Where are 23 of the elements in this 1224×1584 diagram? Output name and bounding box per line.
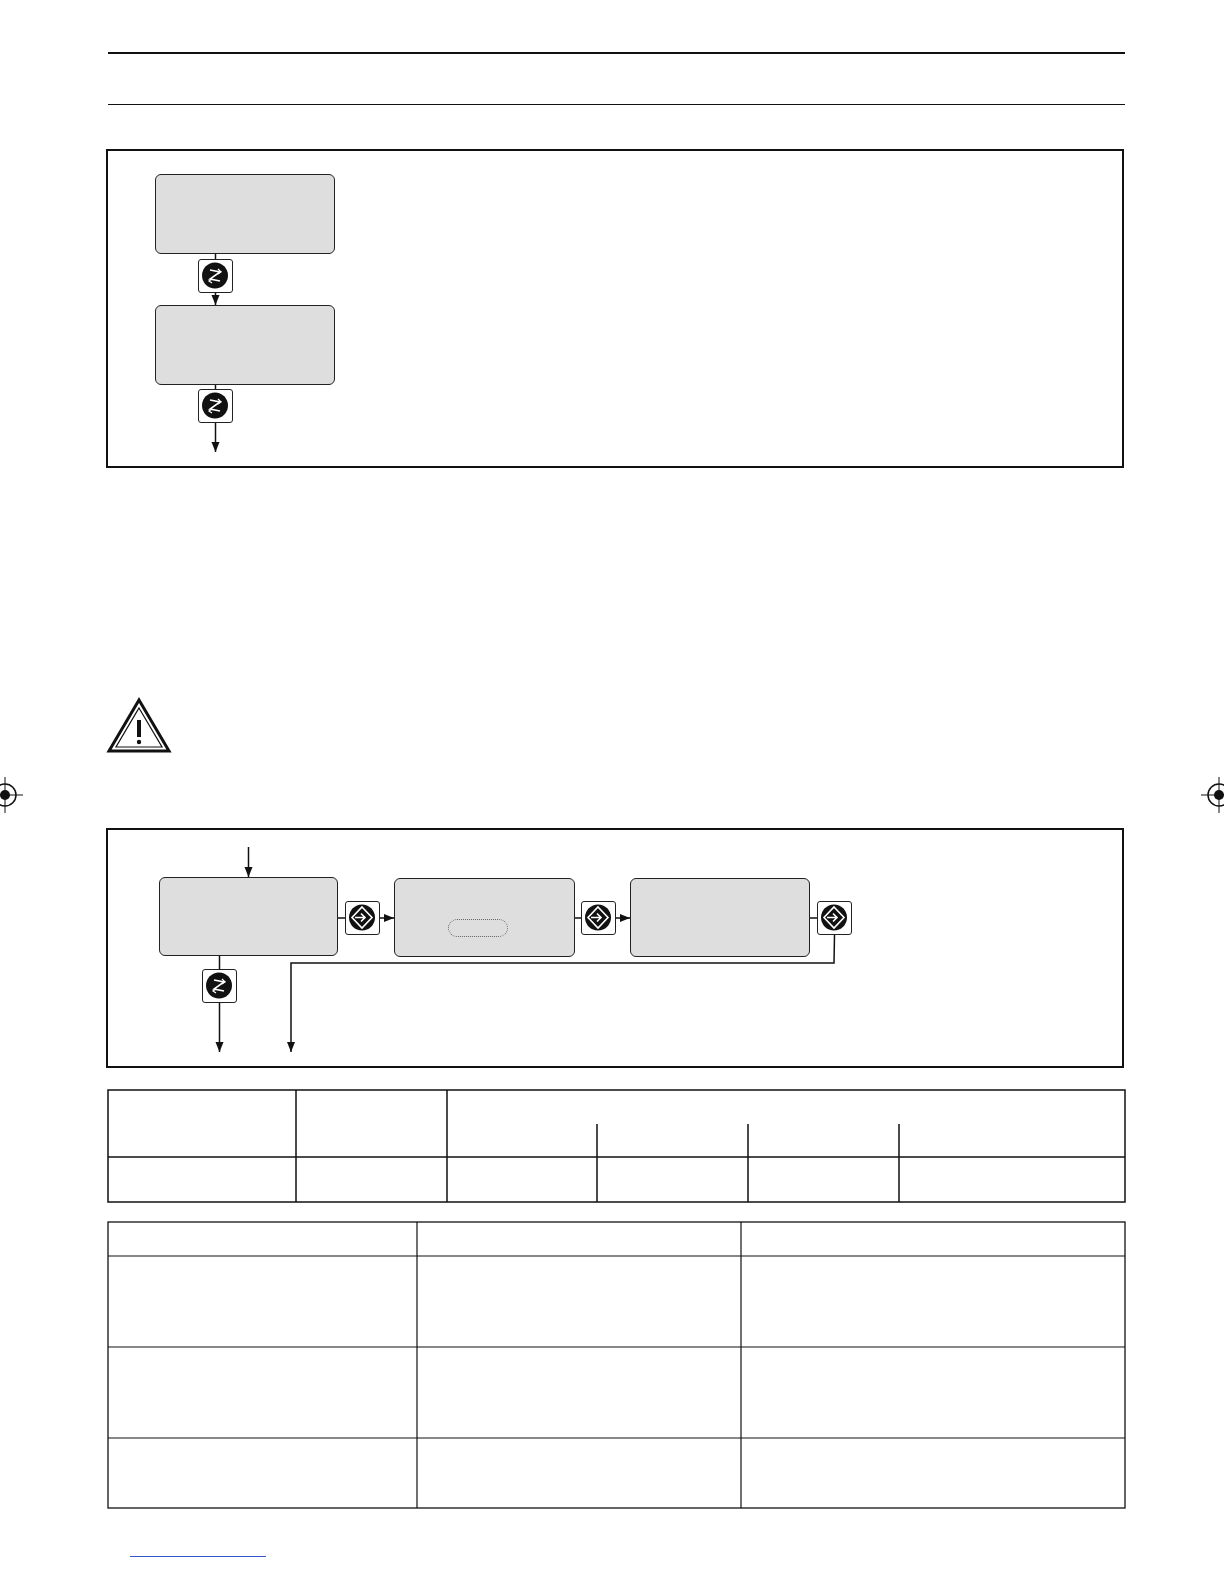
arrow (286, 934, 836, 1053)
arrow (615, 913, 631, 923)
arrow (211, 292, 220, 306)
connector-line (574, 917, 582, 919)
arrow (244, 846, 253, 878)
arrow (379, 913, 395, 923)
enter-key-icon (817, 901, 852, 935)
enter-key-icon (345, 901, 380, 935)
connector-line (809, 917, 818, 919)
connector-line (214, 253, 217, 260)
display-box (155, 305, 335, 385)
display-box (630, 878, 810, 957)
enter-key-icon (581, 901, 616, 935)
swap-key-icon (198, 259, 233, 293)
swap-key-icon (202, 969, 237, 1003)
connector-line (337, 917, 346, 919)
display-box (159, 877, 338, 956)
connector-line (214, 384, 217, 390)
arrow (215, 1002, 224, 1053)
arrow (211, 422, 220, 453)
display-box (155, 174, 335, 254)
display-box (394, 878, 575, 957)
swap-key-icon (198, 389, 233, 423)
